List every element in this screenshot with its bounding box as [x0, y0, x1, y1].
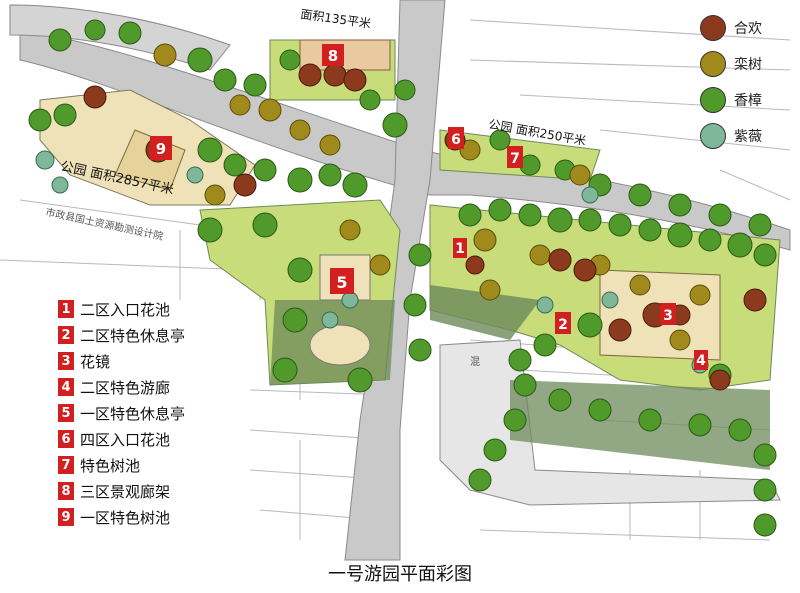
tree-legend: 合欢 栾树 香樟 紫薇 [700, 10, 795, 154]
feature-legend-item: 1 二区入口花池 [58, 296, 258, 322]
tree-legend-label: 香樟 [734, 93, 762, 109]
tree-legend-label: 紫薇 [734, 129, 762, 145]
feature-label: 花镜 [80, 352, 111, 371]
marker-8 [322, 44, 344, 66]
feature-label: 三区景观廊架 [80, 482, 171, 501]
marker-9-num: 9 [156, 140, 166, 158]
marker-2-num: 2 [558, 317, 568, 333]
feature-label: 二区特色游廊 [80, 378, 171, 397]
feature-legend-item: 6 四区入口花池 [58, 426, 258, 452]
feature-legend-item: 3 花镜 [58, 348, 258, 374]
feature-number: 8 [58, 482, 74, 500]
tree-legend-item-crape-myrtle: 紫薇 [700, 118, 795, 154]
feature-legend-item: 9 一区特色树池 [58, 504, 258, 530]
label-park3-area: 面积135平米 [300, 7, 372, 31]
marker-2 [555, 312, 571, 334]
feature-legend-item: 8 三区景观廊架 [58, 478, 258, 504]
marker-4-num: 4 [696, 353, 706, 369]
feature-number: 2 [58, 326, 74, 344]
feature-number: 6 [58, 430, 74, 448]
feature-number: 4 [58, 378, 74, 396]
camphor-tree-icon [700, 87, 726, 113]
marker-9 [150, 136, 172, 160]
tree-legend-label: 合欢 [734, 21, 762, 37]
feature-legend: 1 二区入口花池 2 二区特色休息亭 3 花镜 4 二区特色游廊 5 一区特色休… [58, 296, 258, 530]
tree-legend-item-golden-rain: 栾树 [700, 46, 795, 82]
feature-label: 特色树池 [80, 456, 141, 475]
marker-7 [507, 146, 523, 168]
marker-5-num: 5 [336, 273, 347, 292]
tree-legend-item-camphor: 香樟 [700, 82, 795, 118]
marker-3 [660, 303, 676, 325]
marker-6 [448, 127, 464, 149]
feature-legend-item: 5 一区特色休息亭 [58, 400, 258, 426]
crape-myrtle-tree-icon [700, 123, 726, 149]
feature-number: 3 [58, 352, 74, 370]
feature-number: 9 [58, 508, 74, 526]
feature-label: 二区特色休息亭 [80, 326, 186, 345]
feature-label: 四区入口花池 [80, 430, 171, 449]
marker-4 [694, 350, 708, 370]
feature-number: 7 [58, 456, 74, 474]
label-road-mark: 混 [470, 356, 480, 368]
marker-5 [330, 268, 354, 294]
marker-1 [453, 238, 467, 258]
feature-legend-item: 7 特色树池 [58, 452, 258, 478]
feature-label: 一区特色树池 [80, 508, 171, 527]
map-markers: 1 2 3 4 5 6 7 8 9 [150, 44, 708, 370]
tree-legend-label: 栾树 [734, 57, 762, 73]
feature-legend-item: 2 二区特色休息亭 [58, 322, 258, 348]
feature-number: 1 [58, 300, 74, 318]
feature-number: 5 [58, 404, 74, 422]
marker-1-num: 1 [455, 241, 465, 257]
marker-3-num: 3 [663, 308, 673, 324]
marker-8-num: 8 [328, 47, 338, 65]
feature-label: 一区特色休息亭 [80, 404, 186, 423]
feature-legend-item: 4 二区特色游廊 [58, 374, 258, 400]
golden-rain-tree-icon [700, 51, 726, 77]
tree-legend-item-silk: 合欢 [700, 10, 795, 46]
marker-7-num: 7 [510, 151, 520, 167]
trees-golden-rain [153, 43, 711, 351]
silk-tree-icon [700, 15, 726, 41]
marker-6-num: 6 [451, 132, 461, 148]
trees-camphor [28, 19, 777, 537]
map-caption: 一号游园平面彩图 [328, 564, 472, 585]
feature-label: 二区入口花池 [80, 300, 171, 319]
label-institute: 市政县国土资源勘测设计院 [44, 205, 164, 243]
